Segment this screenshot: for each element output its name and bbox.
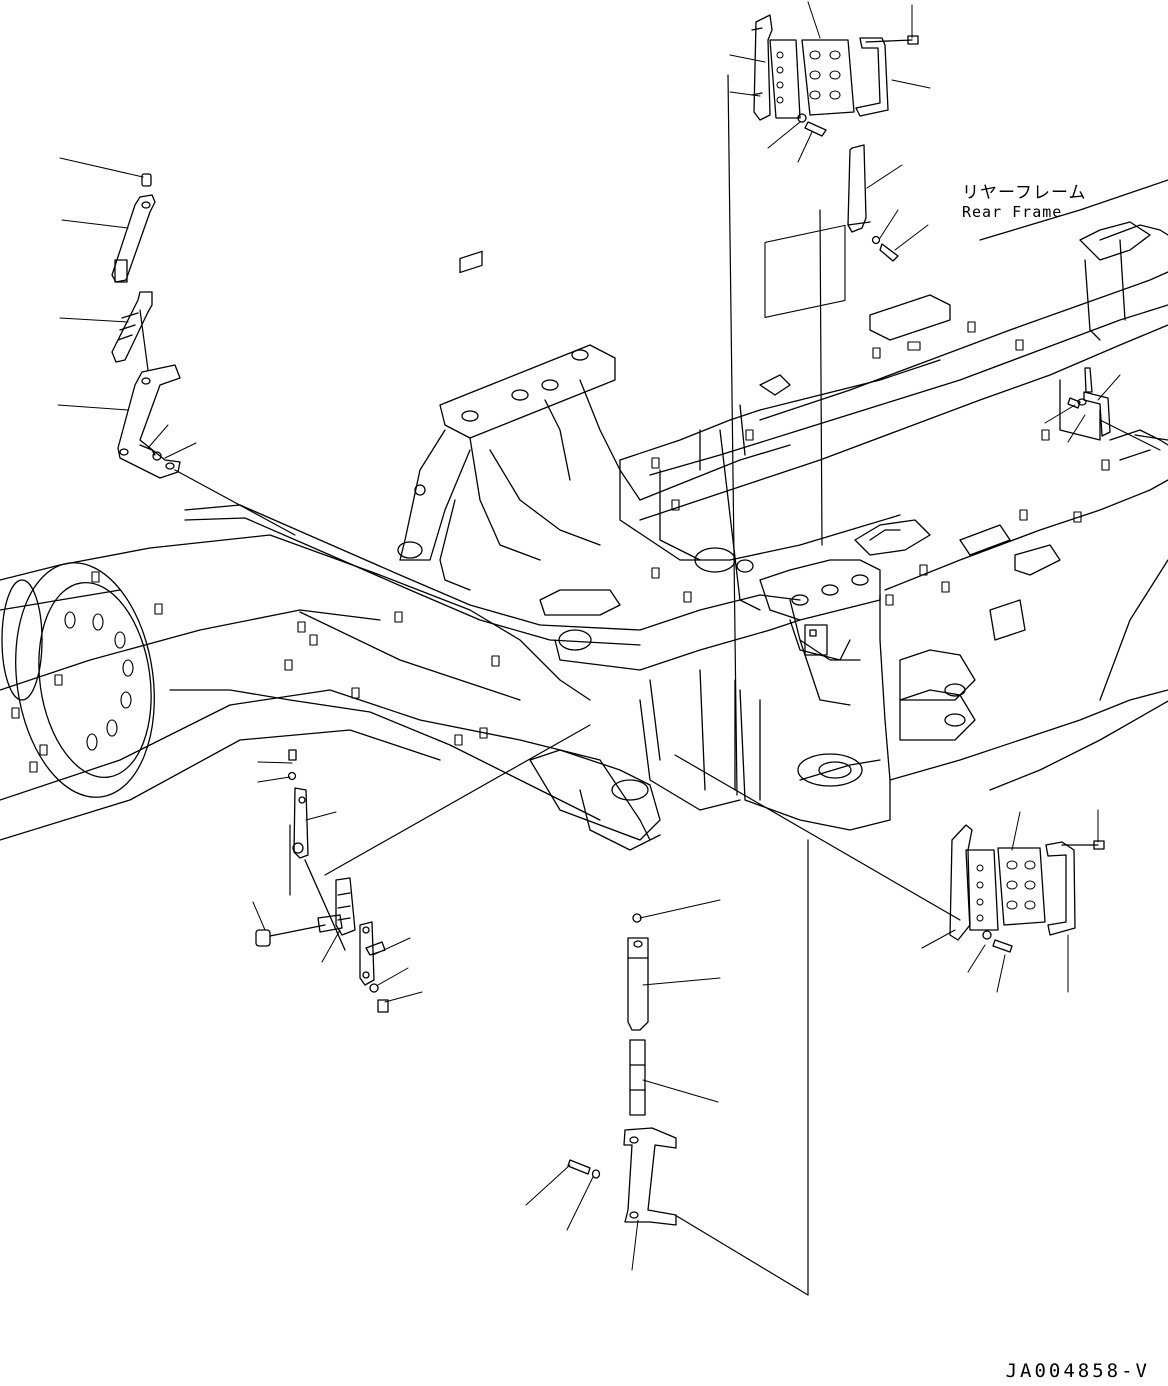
clamp-assembly-lower-left — [255, 749, 389, 1013]
front-cross-member — [397, 250, 641, 591]
clamp-assembly-top-left — [111, 173, 181, 479]
center-frame — [619, 224, 976, 831]
clamp-assembly-lower-center — [567, 913, 677, 1226]
center-support — [184, 504, 801, 851]
clamp-assembly-top-center — [751, 14, 919, 137]
axle-housing — [0, 534, 651, 841]
rear-frame-label-en: Rear Frame — [962, 203, 1063, 221]
drawing-code: JA004858-V — [1005, 1360, 1150, 1382]
bracket-rear-frame — [1067, 367, 1111, 437]
clamp-assembly-lower-right — [949, 824, 1105, 953]
rear-frame — [639, 179, 1168, 791]
callout-leaders — [57, 1, 1121, 1271]
assembly-lines — [139, 74, 1168, 1296]
rear-frame-label-jp: リヤーフレーム — [962, 183, 1087, 203]
bracket-upper-right — [847, 144, 899, 262]
